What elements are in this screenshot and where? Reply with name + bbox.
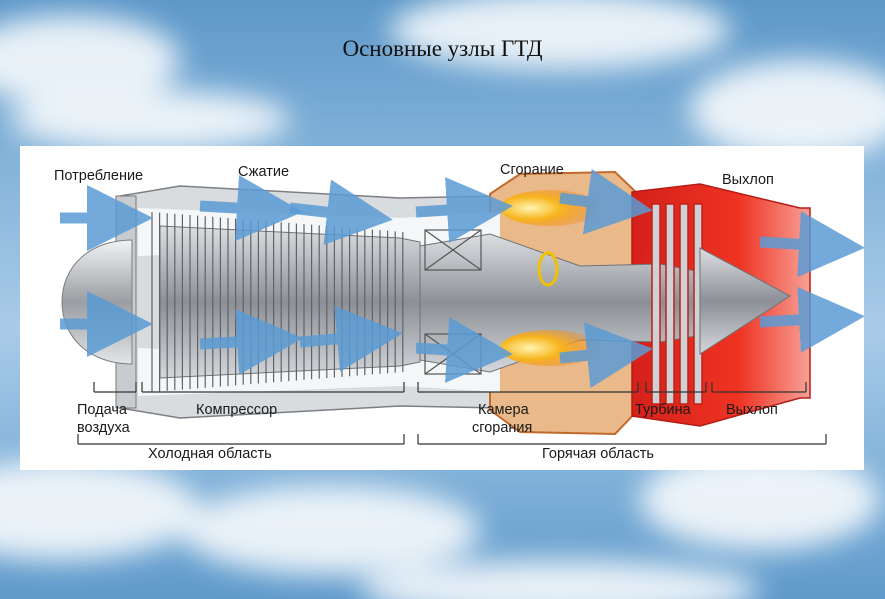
page-title: Основные узлы ГТД — [342, 36, 543, 61]
region-label-hot: Горячая область — [542, 446, 654, 462]
stage-label-exhaust: Выхлоп — [722, 172, 774, 188]
airflow-arrow — [415, 177, 513, 243]
compressor-drum — [159, 225, 421, 379]
component-label-turbine: Турбина — [635, 402, 692, 418]
airflow-arrow — [199, 308, 303, 375]
airflow-arrows — [60, 168, 864, 389]
stage-label-intake: Потребление — [54, 168, 143, 184]
component-label-combustor-1: Камера — [478, 402, 530, 418]
airflow-arrow — [759, 211, 864, 278]
rotation-arrow-icon — [537, 251, 559, 287]
component-brackets — [77, 382, 827, 445]
airflow-arrow — [559, 322, 653, 389]
airflow-arrow — [759, 286, 864, 353]
turbine-disc — [665, 203, 675, 405]
airflow-arrow — [199, 175, 303, 242]
nose-spinner — [61, 239, 133, 365]
compressor-blades — [151, 212, 404, 392]
turbine-disc — [651, 203, 661, 405]
airflow-arrow — [415, 317, 513, 383]
exhaust-cone — [699, 247, 791, 355]
component-label-air-intake-2: воздуха — [77, 420, 131, 436]
stage-label-combustion: Сгорание — [500, 162, 564, 178]
turbine-disc — [679, 203, 689, 405]
airflow-arrow — [289, 179, 393, 246]
component-label-combustor-2: сгорания — [472, 420, 532, 436]
component-label-compressor: Компрессор — [196, 402, 277, 418]
airflow-arrow — [559, 168, 653, 235]
gas-turbine-engine-diagram: Потребление Сжатие Сгорание Выхлоп Подач… — [54, 162, 864, 462]
flame-upper — [500, 190, 600, 226]
component-label-exhaust: Выхлоп — [726, 402, 778, 418]
region-label-cold: Холодная область — [148, 446, 272, 462]
stage-label-compression: Сжатие — [238, 164, 289, 180]
airflow-arrow — [299, 305, 403, 372]
component-label-air-intake-1: Подача — [77, 402, 128, 418]
engine-diagram-panel: Потребление Сжатие Сгорание Выхлоп Подач… — [20, 146, 864, 470]
